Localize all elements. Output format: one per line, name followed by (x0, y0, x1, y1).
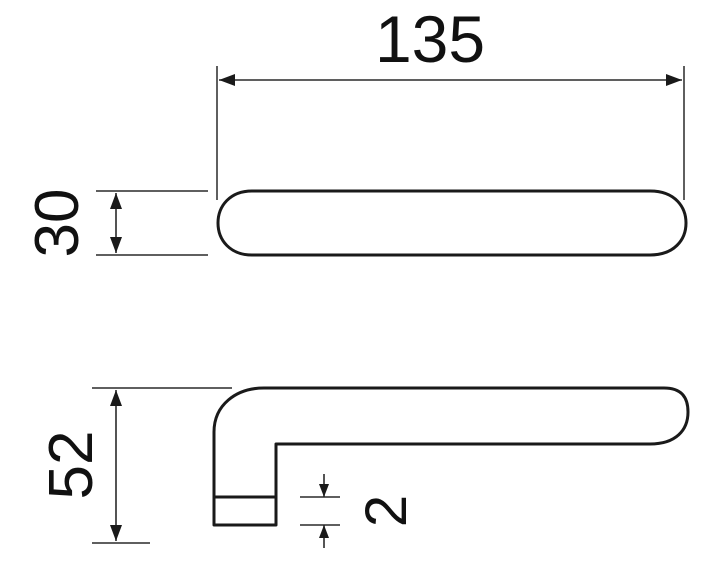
handle-top-outline (216, 189, 688, 257)
arrowhead-right (666, 74, 682, 86)
dimension-135: 135 (216, 2, 685, 200)
arrowhead-down-52 (110, 525, 122, 541)
arrowhead-down (110, 237, 122, 253)
dimension-label-135: 135 (375, 2, 485, 76)
arrowhead-up (110, 193, 122, 209)
dimension-label-30: 30 (23, 189, 92, 258)
handle-side-outline (212, 386, 690, 497)
dimension-label-52: 52 (37, 431, 106, 500)
arrowhead-down-2 (319, 484, 329, 497)
dimension-52: 52 (37, 387, 232, 544)
dimension-30: 30 (23, 189, 208, 258)
dimension-2: 2 (300, 474, 419, 548)
arrowhead-up-52 (110, 390, 122, 406)
dimension-label-2: 2 (354, 495, 419, 527)
arrowhead-up-2 (319, 525, 329, 538)
arrowhead-left (219, 74, 235, 86)
handle-collar (212, 495, 278, 527)
